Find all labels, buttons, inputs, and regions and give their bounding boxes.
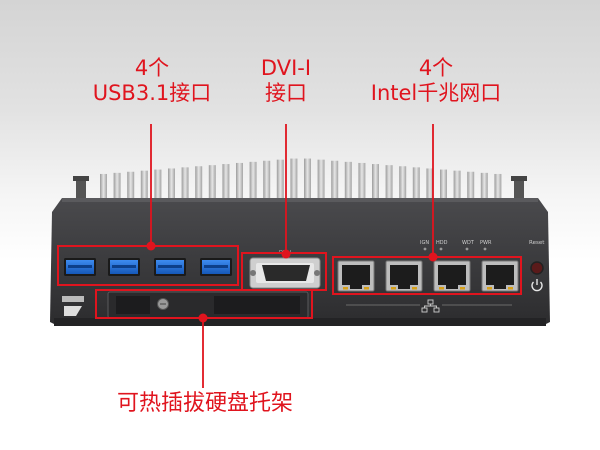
heatsink-fin xyxy=(331,160,339,200)
usb-annotation-count: 4个 xyxy=(134,56,170,80)
dvi-annotation-subtitle: 接口 xyxy=(265,81,307,105)
heatsink-fin xyxy=(208,165,216,200)
heatsink-fin xyxy=(467,171,475,200)
heatsink-fin xyxy=(222,164,230,200)
lan-annotation: 4个 Intel千兆网口 xyxy=(346,56,526,106)
lan-connector-dot xyxy=(428,252,438,262)
pwr-led xyxy=(483,247,487,251)
side-logo xyxy=(62,296,84,316)
left-screw xyxy=(73,176,89,181)
heatsink-fin xyxy=(372,164,379,200)
heatsink-fin xyxy=(412,167,420,200)
heatsink-fin xyxy=(181,167,189,200)
hdd-led xyxy=(439,247,443,251)
usb-port xyxy=(200,258,232,276)
heatsink-fin xyxy=(236,162,243,200)
right-mount-bracket xyxy=(514,180,524,198)
dvi-annotation-title: DVI-I xyxy=(260,56,312,80)
heatsink-fin xyxy=(480,172,488,200)
heatsink-fin xyxy=(399,166,407,200)
network-icon xyxy=(421,299,440,313)
wdt-label: WDT xyxy=(462,240,475,246)
dvi-connector-dot xyxy=(281,249,291,259)
right-screw xyxy=(511,176,527,181)
lan-annotation-title: Intel千兆网口 xyxy=(370,81,502,105)
heatsink-fin xyxy=(304,158,311,200)
chassis-bottom-edge xyxy=(54,318,546,326)
heatsink-fin xyxy=(127,171,135,200)
heatsink-fin xyxy=(385,165,393,200)
power-icon[interactable] xyxy=(531,279,543,292)
lan-annotation-count: 4个 xyxy=(418,56,454,80)
heatsink-fin xyxy=(168,168,175,200)
heatsink-fin xyxy=(317,159,325,200)
usb-port-group xyxy=(64,258,232,276)
heatsink-fin xyxy=(290,158,298,200)
heatsink-fin xyxy=(276,159,284,200)
lan-port xyxy=(337,260,375,292)
hdd-label: HDD xyxy=(436,240,448,246)
heatsink-fin xyxy=(140,170,148,200)
heatsink-fin xyxy=(440,169,447,200)
ign-led xyxy=(423,247,427,251)
heatsink-fin xyxy=(263,160,271,200)
dvi-port xyxy=(249,257,321,289)
heatsink-fin xyxy=(426,168,434,200)
heatsink-fin xyxy=(453,170,461,200)
chassis-top-ridge xyxy=(62,198,538,202)
heatsink-fins xyxy=(100,158,502,200)
heatsink-fin xyxy=(113,172,121,200)
pwr-label: PWR xyxy=(480,240,492,246)
dvi-annotation: DVI-I 接口 xyxy=(236,56,336,106)
usb-port xyxy=(154,258,186,276)
heatsink-fin xyxy=(195,166,203,200)
lan-port xyxy=(385,260,423,292)
heatsink-fin xyxy=(344,161,352,200)
lan-port xyxy=(481,260,519,292)
hard-drive-tray[interactable] xyxy=(107,291,309,319)
ign-label: IGN xyxy=(420,240,429,246)
heatsink-fin xyxy=(100,173,107,200)
usb-port xyxy=(108,258,140,276)
heatsink-fin xyxy=(494,173,502,200)
heatsink-fin xyxy=(358,162,366,200)
usb-annotation: 4个 USB3.1接口 xyxy=(68,56,236,106)
lan-highlight-box xyxy=(332,256,522,295)
tray-annotation: 可热插拔硬盘托架 xyxy=(116,391,293,416)
left-mount-bracket xyxy=(76,180,86,198)
tray-connector-dot xyxy=(198,313,208,323)
lan-port-group xyxy=(337,260,519,292)
heatsink-fin xyxy=(249,161,257,200)
wdt-led xyxy=(465,247,469,251)
reset-button[interactable] xyxy=(530,261,544,275)
usb-annotation-title: USB3.1接口 xyxy=(92,81,212,105)
reset-label: Reset xyxy=(529,240,545,246)
lan-port xyxy=(433,260,471,292)
usb-connector-dot xyxy=(146,241,156,251)
usb-port xyxy=(64,258,96,276)
heatsink-fin xyxy=(154,169,162,200)
